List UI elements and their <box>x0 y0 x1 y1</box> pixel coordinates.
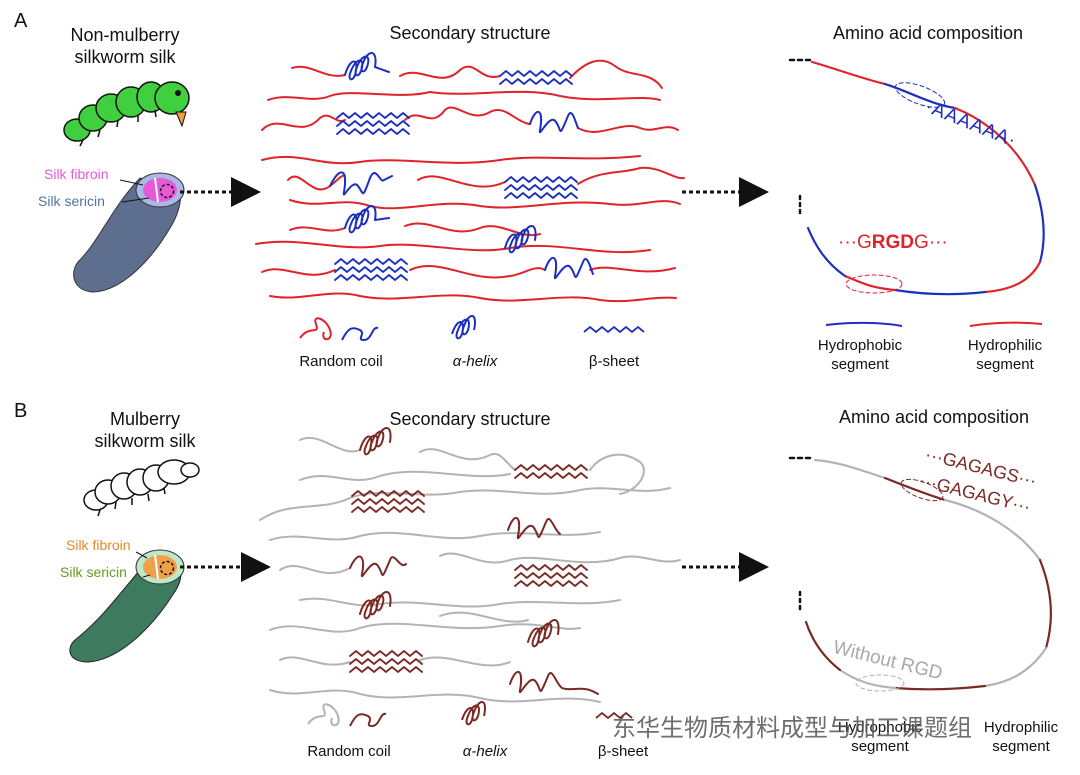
motif-rgd: ···GRGDG··· <box>838 232 948 254</box>
motif-rgd-bold: RGD <box>871 232 914 253</box>
secondary-structure-a <box>255 52 685 303</box>
legend-hydrophobic-a-line1: Hydrophobic <box>817 337 903 354</box>
watermark-text: 东华生物质材料成型与加工课题组 <box>612 714 972 742</box>
legend-hydrophilic-a-line1: Hydrophilic <box>967 337 1043 354</box>
organism-title-a-line2: silkworm silk <box>74 47 176 67</box>
secondary-title-b: Secondary structure <box>389 409 551 429</box>
silk-fiber-icon-b <box>69 549 185 663</box>
sericin-label-a: Silk sericin <box>38 193 105 209</box>
panel-letter-b: B <box>14 400 28 422</box>
legend-random-coil-a: Random coil <box>299 353 383 370</box>
legend-beta-sheet-b: β-sheet <box>597 743 649 760</box>
legend-hydrophobic-b: Hydrophobic segment <box>820 718 940 756</box>
organism-title-a-line1: Non-mulberry <box>70 25 180 45</box>
legend-hydrophobic-a-line2: segment <box>831 356 889 373</box>
amino-title-a: Amino acid composition <box>832 23 1024 43</box>
amino-chain-a <box>788 58 1045 296</box>
legend-hydrophobic-b-line1: Hydrophobic <box>837 719 923 736</box>
panel-letter-a: A <box>14 10 28 32</box>
legend-random-coil-b: Random coil <box>307 743 391 760</box>
legend-alpha-helix-b: α-helix <box>462 743 508 760</box>
secondary-structure-b <box>259 427 681 703</box>
legend-hydrophobic-a: Hydrophobic segment <box>800 336 920 374</box>
legend-hydrophilic-b-line1: Hydrophilic <box>983 719 1059 736</box>
sericin-label-b: Silk sericin <box>60 564 127 580</box>
amino-chain-b <box>788 456 1052 692</box>
organism-title-a: Non-mulberry silkworm silk <box>50 24 200 68</box>
legend-hydrophilic-b: Hydrophilic segment <box>966 718 1076 756</box>
amino-title-b: Amino acid composition <box>838 407 1030 427</box>
legend-beta-sheet-a: β-sheet <box>588 353 640 370</box>
organism-title-b: Mulberry silkworm silk <box>70 408 220 452</box>
legend-alpha-helix-a: α-helix <box>452 353 498 370</box>
silkworm-icon <box>83 459 200 517</box>
silk-fiber-icon <box>73 172 185 293</box>
fibroin-label-a: Silk fibroin <box>44 166 109 182</box>
legend-hydrophilic-b-line2: segment <box>992 738 1050 755</box>
secondary-title-a: Secondary structure <box>389 23 551 43</box>
legend-a-symbols <box>299 315 1043 342</box>
caterpillar-icon <box>63 81 190 147</box>
organism-title-b-line2: silkworm silk <box>94 431 196 451</box>
legend-hydrophilic-a-line2: segment <box>976 356 1034 373</box>
motif-rgd-prefix: ···G <box>838 232 872 253</box>
legend-hydrophilic-a: Hydrophilic segment <box>950 336 1060 374</box>
organism-title-b-line1: Mulberry <box>109 409 180 429</box>
fibroin-label-b: Silk fibroin <box>66 537 131 553</box>
legend-b-symbols <box>307 701 633 728</box>
legend-hydrophobic-b-line2: segment <box>851 738 909 755</box>
motif-rgd-suffix: G··· <box>914 232 948 253</box>
